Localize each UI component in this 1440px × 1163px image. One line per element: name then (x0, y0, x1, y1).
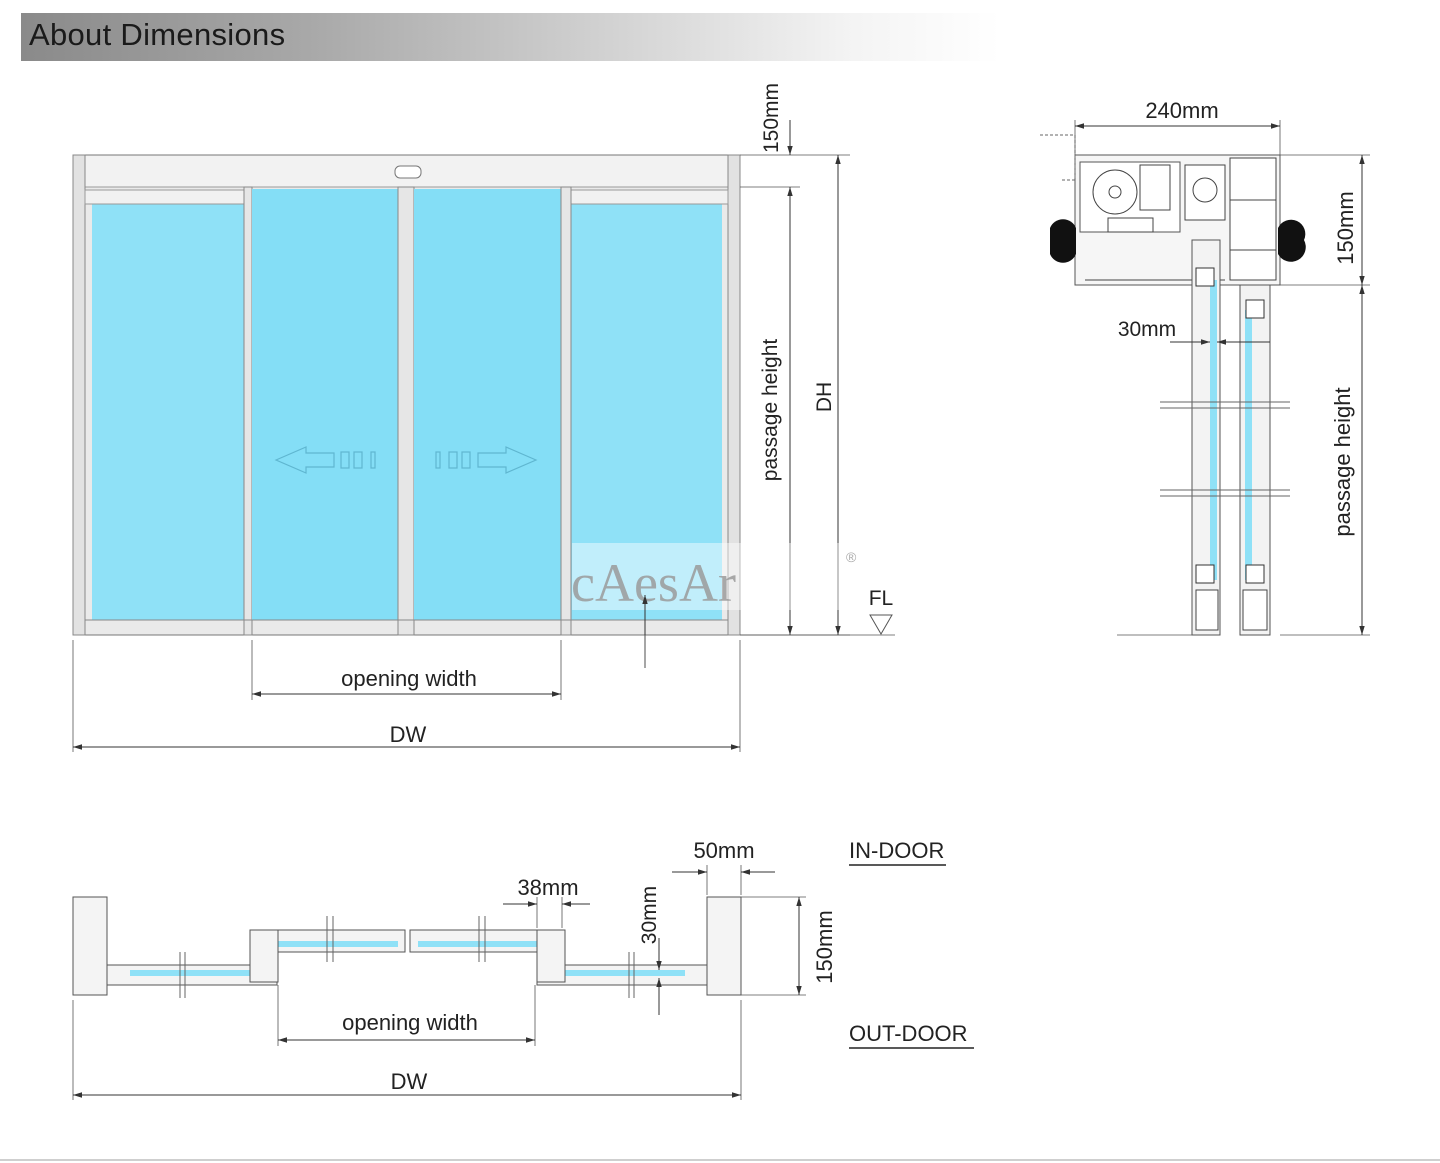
plan-right-wall (706, 896, 742, 996)
open-left-arrow-icon (274, 446, 376, 474)
dw-plan-label: DW (391, 1069, 428, 1094)
dim-30mm-plan: 30mm (638, 886, 661, 944)
dim-240mm: 240mm (1145, 98, 1218, 123)
sensor-icon (394, 165, 422, 179)
sliding-leaf-left (252, 189, 398, 620)
opening-width-plan-label: opening width (342, 1010, 478, 1035)
fixed-panel-right (571, 204, 722, 620)
plan-left-wall (72, 896, 108, 996)
page-title: About Dimensions (29, 17, 286, 52)
open-right-arrow-icon (435, 446, 538, 474)
dim-150mm-plan: 150mm (812, 910, 837, 983)
dim-header-150mm: 150mm (760, 83, 783, 153)
brand-logo: cAesAr (571, 553, 736, 613)
in-door-label: IN-DOOR (849, 838, 944, 863)
passage-height-label: passage height (759, 339, 782, 482)
left-jamb (72, 154, 86, 636)
dim-38mm: 38mm (517, 875, 578, 900)
out-door-label: OUT-DOOR (849, 1021, 968, 1046)
cover-clip-left (1050, 219, 1076, 263)
side-section: 240mm 150mm passage height 30mm (1040, 98, 1370, 636)
dim-50mm: 50mm (693, 838, 754, 863)
fl-label: FL (869, 587, 894, 610)
logo-backdrop (572, 543, 842, 610)
registered-mark: ® (846, 549, 857, 565)
dim-30mm-side: 30mm (1118, 318, 1176, 341)
passage-height-side-label: passage height (1330, 387, 1355, 536)
right-jamb (727, 154, 741, 636)
opening-width-label: opening width (341, 666, 477, 691)
cover-clip-right (1278, 219, 1306, 262)
floor-level-icon (869, 614, 893, 635)
front-elevation: 150mm passage height DH FL cAesAr ® open… (72, 83, 895, 752)
dh-label: DH (813, 382, 836, 412)
plan-view: 50mm 38mm 30mm 150mm opening width DW IN… (72, 838, 974, 1100)
title-banner (21, 13, 1001, 61)
dim-header-150mm-side: 150mm (1333, 191, 1358, 264)
dw-label: DW (390, 722, 427, 747)
sliding-leaf-right (414, 189, 561, 620)
bottom-divider (0, 1159, 1440, 1161)
fixed-panel-left (92, 204, 244, 620)
